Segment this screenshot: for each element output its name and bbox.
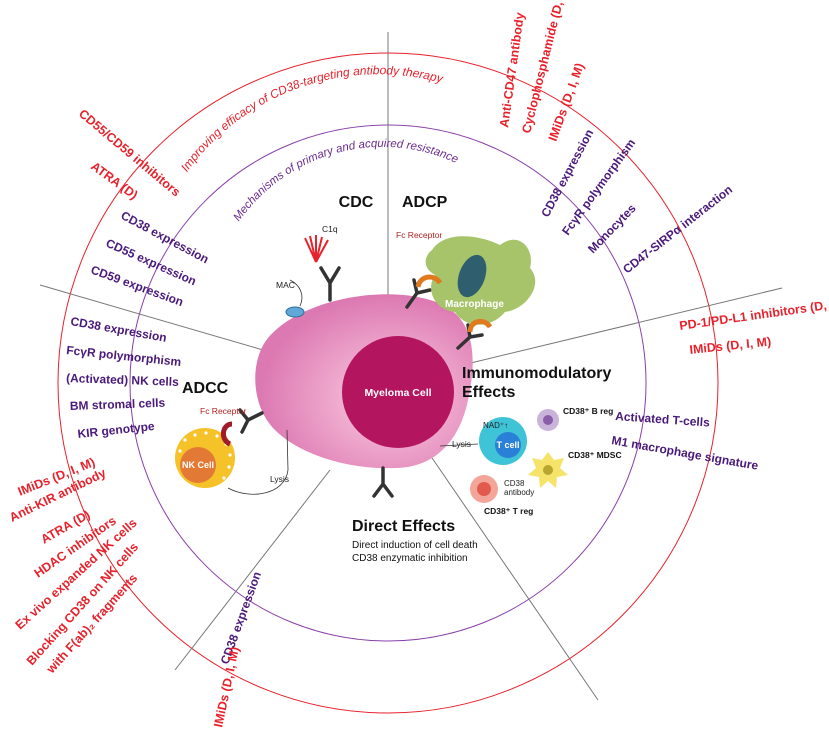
fc-receptor-adcp-label: Fc Receptor [396, 230, 442, 240]
adcc-title: ADCC [182, 380, 229, 397]
resistance-cdc: CD38 expression CD55 expression CD59 exp… [89, 208, 211, 309]
adcp-title: ADCP [402, 194, 448, 211]
improving-immuno: PD-1/PD-L1 inhibitors (D, I) IMiDs (D, I… [678, 297, 829, 357]
fc-receptor-adcc [221, 421, 233, 447]
svg-text:(Activated) NK cells: (Activated) NK cells [66, 371, 179, 389]
mdsc-label: CD38⁺ MDSC [568, 450, 622, 460]
antibody-direct [372, 466, 394, 498]
myeloma-cell-label: Myeloma Cell [364, 387, 431, 399]
antibody-adcp-1 [405, 278, 432, 309]
antibody-adcc [238, 408, 264, 434]
svg-text:PD-1/PD-L1 inhibitors (D, I): PD-1/PD-L1 inhibitors (D, I) [678, 297, 829, 333]
macrophage-label: Macrophage [445, 299, 504, 310]
svg-text:KIR genotype: KIR genotype [77, 419, 156, 441]
resistance-adcc: CD38 expression FcγR polymorphism (Activ… [66, 314, 182, 441]
nk-cell-label: NK Cell [182, 460, 214, 470]
myeloma-nucleus [342, 336, 454, 448]
direct-sub-2: CD38 enzymatic inhibition [352, 553, 468, 564]
svg-text:CD47-SIRPα interaction: CD47-SIRPα interaction [620, 182, 735, 276]
tcell-inner [495, 432, 521, 458]
immuno-title-1: Immunomodulatory [462, 365, 611, 382]
svg-text:IMiDs (D, I, M): IMiDs (D, I, M) [689, 334, 772, 356]
svg-text:ATRA (D): ATRA (D) [88, 159, 140, 202]
cd38-antibody-label-2: antibody [504, 488, 534, 497]
fc-receptor-adcp-1 [415, 274, 443, 288]
svg-text:Monocytes: Monocytes [585, 201, 639, 256]
lysis-label-immuno: Lysis [452, 439, 471, 449]
breg-label: CD38⁺ B reg [563, 406, 613, 416]
svg-text:IMiDs (D, I, M): IMiDs (D, I, M) [211, 646, 242, 729]
antibody-cdc [319, 266, 341, 302]
c1q-complex [304, 235, 329, 263]
c1q-label: C1q [322, 224, 338, 234]
improving-adcp: Anti-CD47 antibody Cyclophosphamide (D, … [497, 0, 587, 143]
mac-pore [285, 306, 305, 318]
breg-nucleus [543, 415, 553, 425]
immuno-title-2: Effects [462, 384, 515, 401]
lysis-label-adcc: Lysis [270, 474, 289, 484]
resistance-adcp: CD38 expression FcγR polymorphism Monocy… [538, 127, 735, 277]
treg-nucleus [477, 482, 491, 496]
lysis-arrow-immuno [439, 443, 479, 447]
cd38-antibody-label-1: CD38 [504, 479, 525, 488]
nk-granules [178, 431, 232, 480]
section-dividers [39, 32, 783, 701]
fc-receptor-adcp-2 [467, 318, 493, 333]
lysis-arrow-adcc [227, 429, 289, 495]
svg-text:FcγR polymorphism: FcγR polymorphism [66, 343, 182, 369]
mac-arrow [289, 279, 303, 307]
svg-text:CD38 expression: CD38 expression [69, 314, 167, 345]
improving-direct: IMiDs (D, I, M) [211, 646, 242, 729]
svg-text:M1 macrophage signature: M1 macrophage signature [610, 433, 759, 473]
mac-label: MAC [276, 280, 295, 290]
nk-cell-inner [180, 447, 216, 483]
treg-label: CD38⁺ T reg [484, 506, 533, 516]
improving-cdc: CD55/CD59 inhibitors ATRA (D) [76, 107, 183, 203]
direct-title: Direct Effects [352, 518, 455, 535]
tcell-label: T cell [496, 440, 519, 450]
cdc-title: CDC [339, 194, 374, 211]
macrophage-nucleus [457, 254, 487, 298]
svg-text:Anti-CD47 antibody: Anti-CD47 antibody [497, 12, 527, 129]
mdsc-nucleus [543, 465, 553, 475]
fc-receptor-adcc-label: Fc Receptor [200, 406, 246, 416]
direct-sub-1: Direct induction of cell death [352, 540, 478, 551]
svg-text:BM stromal cells: BM stromal cells [70, 396, 166, 413]
svg-text:IMiDs (D, I, M): IMiDs (D, I, M) [546, 61, 587, 143]
svg-text:Activated T-cells: Activated T-cells [615, 409, 711, 430]
nad-label: NAD⁺↑ [483, 421, 508, 430]
improving-adcc: IMiDs (D, I, M) Anti-KIR antibody ATRA (… [7, 455, 141, 677]
